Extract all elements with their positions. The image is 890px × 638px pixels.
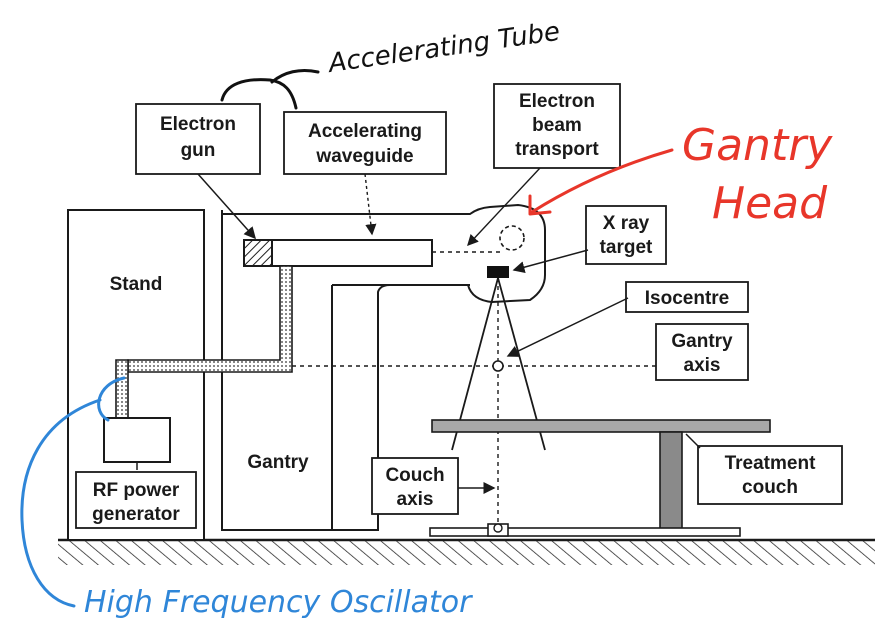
waveguide-pointer [364, 173, 377, 236]
gantry-head-annotation-line1: Gantry [682, 120, 833, 171]
oscillator-brace [97, 376, 126, 422]
beam-transport-pointer [467, 167, 541, 247]
gantry-head-arrow-shaft [530, 148, 674, 214]
treatment-couch-label-box [697, 445, 843, 505]
accelerating-waveguide-tube [271, 239, 433, 267]
oscillator-annotation: High Frequency Oscillator [84, 585, 473, 620]
isocentre-label-box [625, 281, 749, 313]
gantry-head-arrow-head [528, 194, 552, 216]
couch-axis-label-box [371, 457, 459, 515]
bending-magnet [499, 225, 525, 251]
treatment-couch-line2: couch [742, 477, 798, 498]
electron-gun-label-line1: Electron [160, 114, 236, 135]
isocentre-marker [492, 360, 504, 372]
stand-label: Stand [110, 274, 163, 295]
isocentre-pointer [506, 297, 629, 357]
oscillator-connector [20, 398, 102, 608]
gantry-axis-line2: axis [684, 355, 721, 376]
waveguide-label-line1: Accelerating [308, 121, 422, 142]
couch-axis-line2: axis [397, 489, 434, 510]
rf-label-line2: generator [92, 504, 180, 525]
ground [58, 538, 875, 565]
rf-label-box [75, 471, 197, 529]
electron-gun-label-box [135, 103, 261, 175]
isocentre-label: Isocentre [645, 288, 729, 309]
beam-transport-line1: Electron [519, 91, 595, 112]
waveguide-label-line2: waveguide [315, 146, 413, 167]
x-ray-target [487, 266, 509, 278]
gantry-axis-line1: Gantry [671, 331, 733, 352]
electron-gun-label-line2: gun [181, 140, 216, 161]
waveguide-label-box [283, 111, 447, 175]
couch-axis-line1: Couch [385, 465, 444, 486]
couch-base [429, 527, 741, 537]
beam-transport-line3: transport [515, 139, 599, 160]
rf-generator-box [103, 417, 171, 463]
rf-waveguide-drop [115, 359, 129, 419]
beam-transport-label-box [493, 83, 621, 169]
gantry-label: Gantry [247, 452, 309, 473]
gantry-axis-label-box [655, 323, 749, 381]
accelerating-tube-connector [270, 68, 320, 84]
electron-gun-pointer [197, 173, 256, 240]
couch-pivot-circle [493, 523, 503, 533]
gantry-head-annotation-line2: Head [712, 178, 828, 229]
xray-label-box [585, 205, 667, 265]
xray-label-line2: target [600, 237, 653, 258]
treatment-couch-pointer [685, 433, 701, 449]
electron-gun-block [243, 239, 273, 267]
beam-transport-line2: beam [532, 115, 582, 136]
accelerating-tube-brace [220, 78, 298, 110]
rf-label-line1: RF power [93, 480, 180, 501]
xray-label-line1: X ray [603, 213, 650, 234]
couch-leg [659, 431, 683, 531]
couch-top [431, 419, 771, 433]
treatment-couch-line1: Treatment [725, 453, 816, 474]
accelerating-tube-annotation: Accelerating Tube [325, 17, 562, 79]
xray-pointer [512, 249, 589, 274]
